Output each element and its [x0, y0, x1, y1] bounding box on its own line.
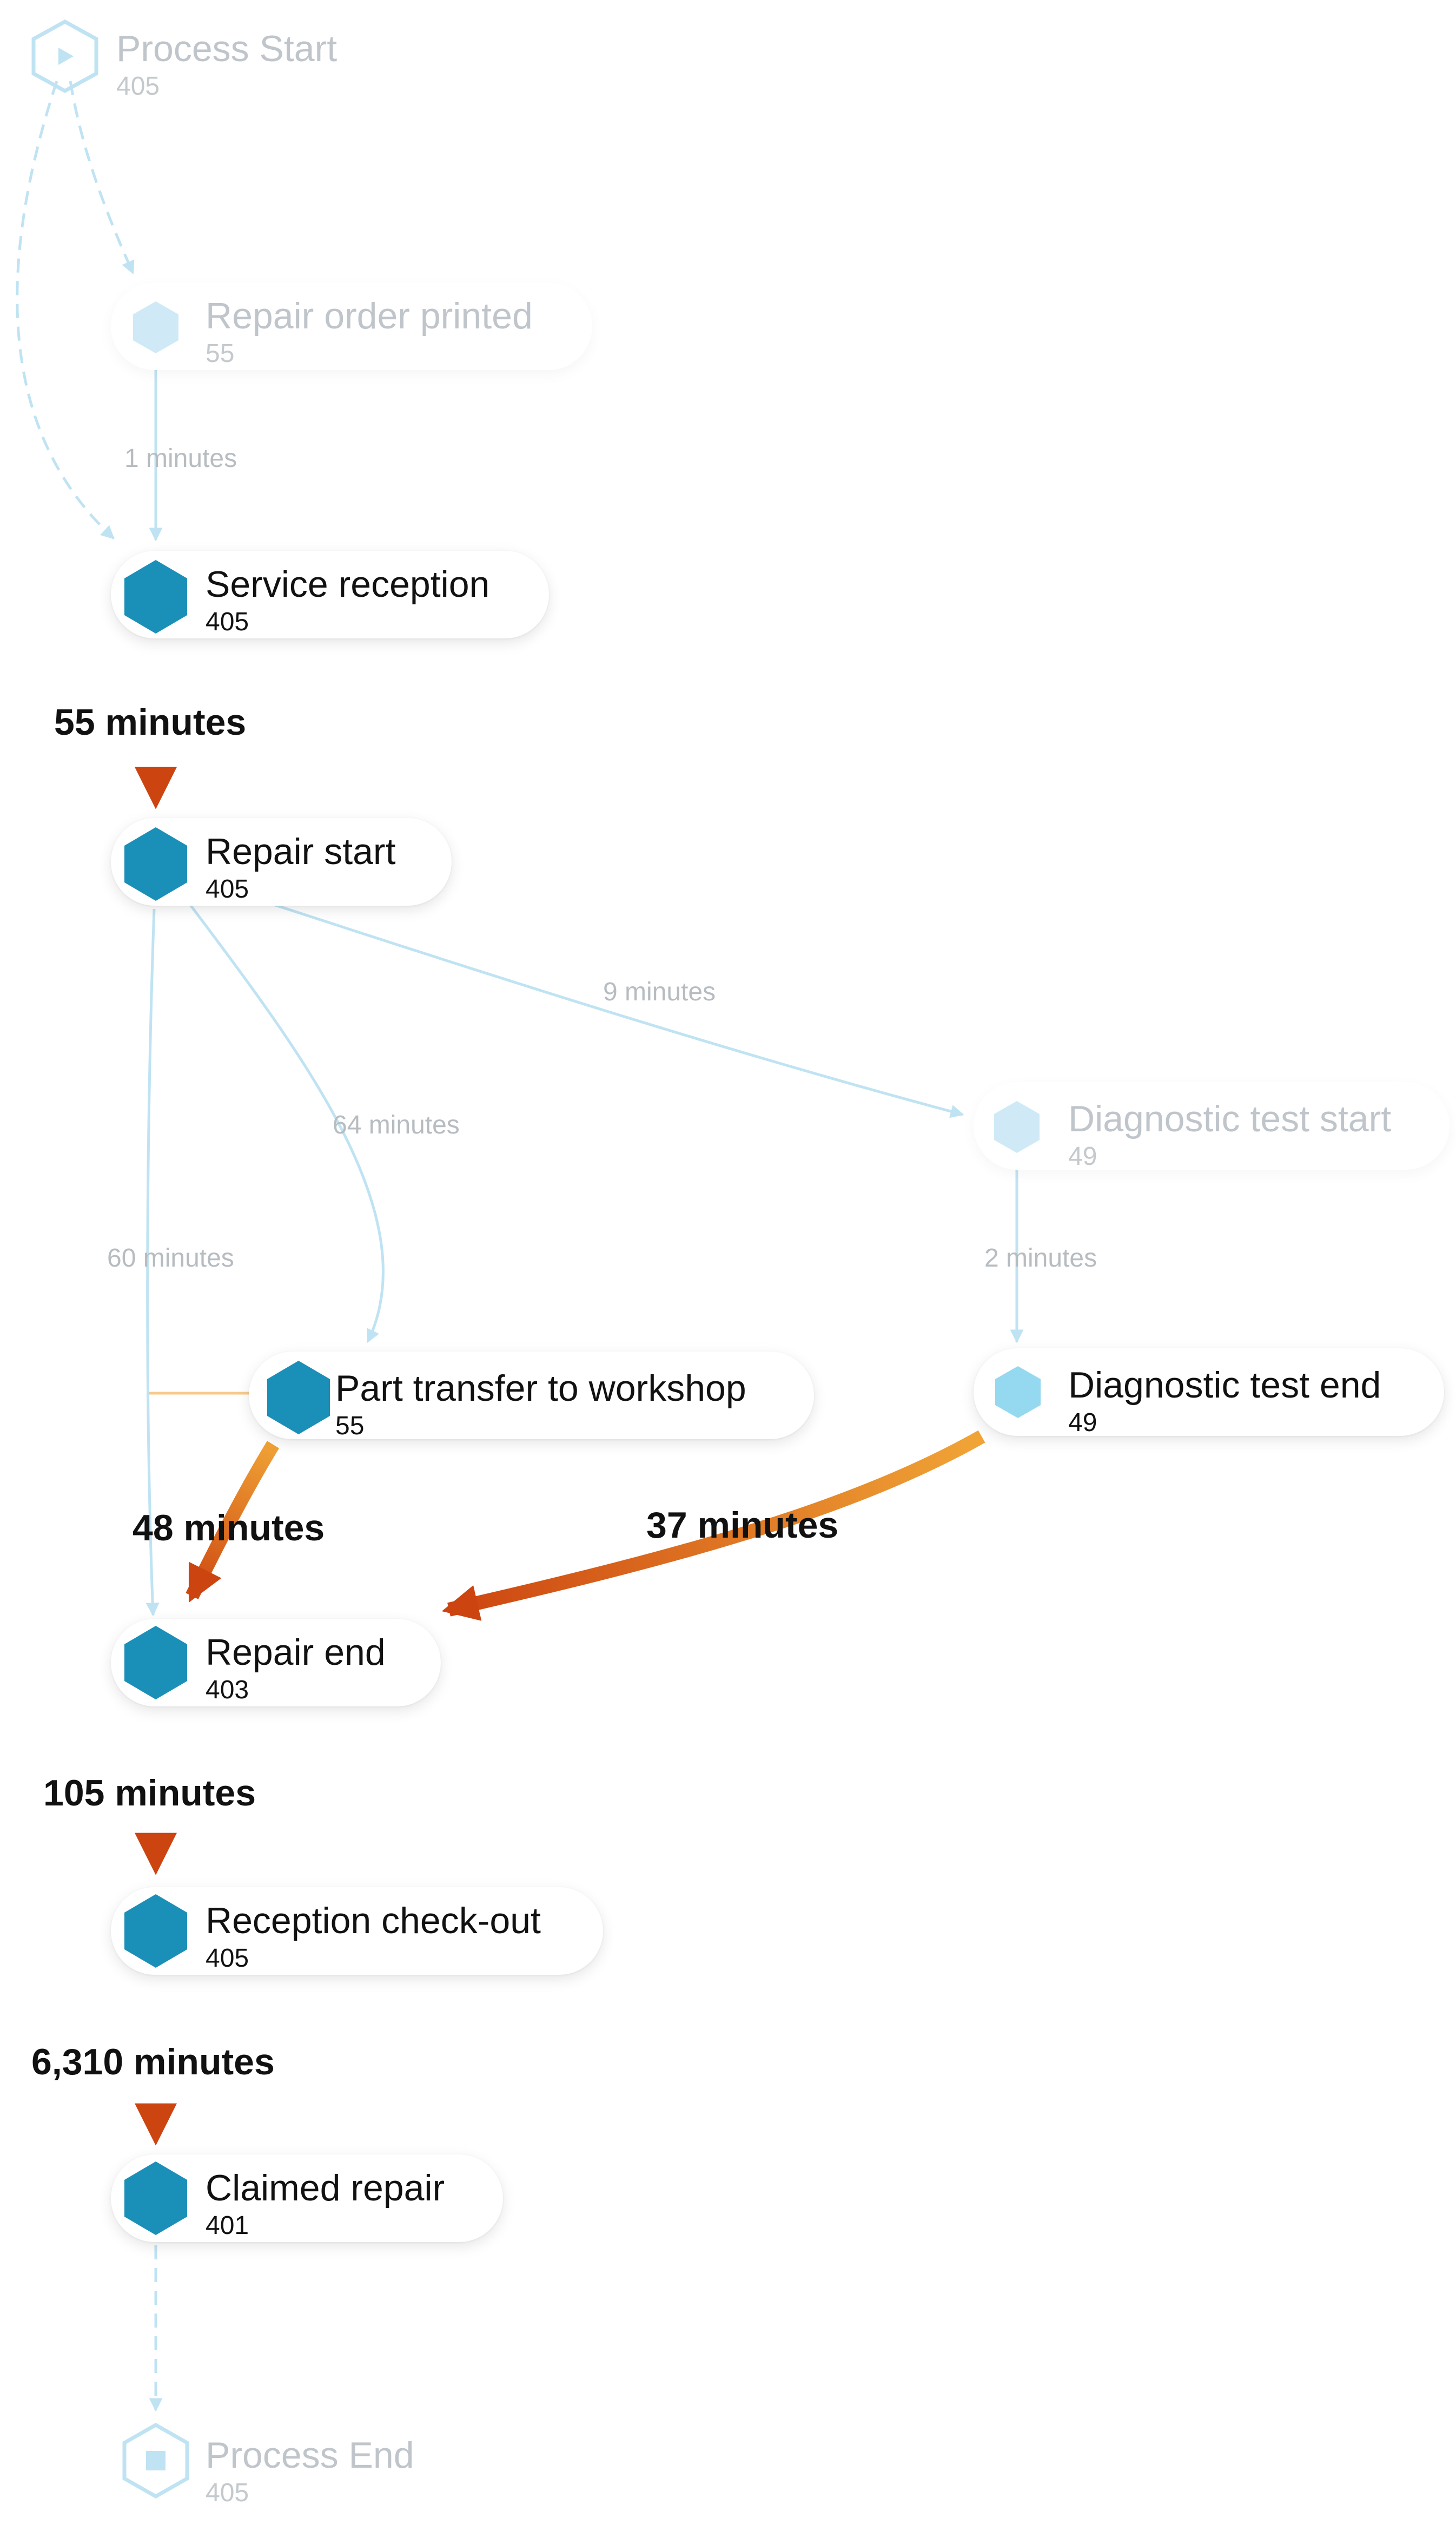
edge-start-to-order[interactable]: [69, 81, 135, 275]
node-reception-checkout-label: Reception check-out: [206, 1900, 541, 1941]
node-repair-start-count: 405: [206, 875, 249, 904]
edge-label-diag-start-to-diag-end: 2 minutes: [984, 1244, 1097, 1273]
edge-label-checkout-to-claimed: 6,310 minutes: [31, 2041, 275, 2082]
node-repair-end-count: 403: [206, 1676, 249, 1704]
edge-label-diag-end-to-repair-end: 37 minutes: [646, 1505, 839, 1546]
node-diagnostic-test-start-label: Diagnostic test start: [1068, 1098, 1392, 1139]
node-process-start-count: 405: [116, 72, 160, 101]
node-repair-order-printed-pill[interactable]: [111, 282, 592, 370]
node-part-transfer-label: Part transfer to workshop: [335, 1368, 746, 1409]
node-diagnostic-test-end-label: Diagnostic test end: [1068, 1365, 1381, 1406]
node-process-start-label: Process Start: [116, 28, 337, 69]
node-repair-start-label: Repair start: [206, 831, 396, 872]
node-service-reception-label: Service reception: [206, 564, 490, 605]
node-claimed-repair-count: 401: [206, 2211, 249, 2240]
node-reception-checkout-pill[interactable]: [111, 1887, 603, 1975]
node-claimed-repair-label: Claimed repair: [206, 2167, 445, 2209]
node-service-reception-count: 405: [206, 608, 249, 636]
edge-label-part-transfer-to-repair-end: 48 minutes: [133, 1507, 325, 1548]
edge-repair-start-to-diag-start[interactable]: [270, 902, 964, 1118]
edge-part-transfer-to-repair-end[interactable]: [186, 1441, 280, 1603]
node-repair-order-printed-label: Repair order printed: [206, 295, 533, 337]
node-part-transfer-count: 55: [335, 1412, 365, 1440]
node-repair-end-label: Repair end: [206, 1632, 386, 1673]
edge-repair-start-to-part-transfer[interactable]: [188, 902, 385, 1343]
node-diagnostic-test-start-count: 49: [1068, 1142, 1097, 1171]
edge-label-repair-start-to-repair-end: 60 minutes: [107, 1244, 234, 1273]
edge-label-repair-start-to-part-transfer: 64 minutes: [333, 1111, 460, 1139]
node-diagnostic-test-end-pill[interactable]: [974, 1348, 1444, 1436]
node-repair-order-printed-count: 55: [206, 339, 235, 368]
edge-repair-start-to-repair-end[interactable]: [145, 908, 160, 1617]
node-diagnostic-test-end-count: 49: [1068, 1408, 1097, 1437]
node-process-end-count: 405: [206, 2479, 249, 2507]
node-part-transfer-pill[interactable]: [249, 1352, 814, 1439]
edge-label-repair-end-to-checkout: 105 minutes: [43, 1772, 256, 1814]
edge-start-to-reception[interactable]: [16, 81, 115, 539]
edge-diag-end-to-repair-end[interactable]: [441, 1430, 985, 1621]
edge-label-order-to-reception: 1 minutes: [124, 444, 237, 473]
edge-label-reception-to-repair-start: 55 minutes: [54, 702, 247, 743]
node-diagnostic-test-start-pill[interactable]: [974, 1082, 1450, 1170]
node-reception-checkout-count: 405: [206, 1944, 249, 1973]
node-process-end-label: Process End: [206, 2435, 414, 2476]
edge-label-repair-start-to-diag-start: 9 minutes: [603, 978, 716, 1006]
